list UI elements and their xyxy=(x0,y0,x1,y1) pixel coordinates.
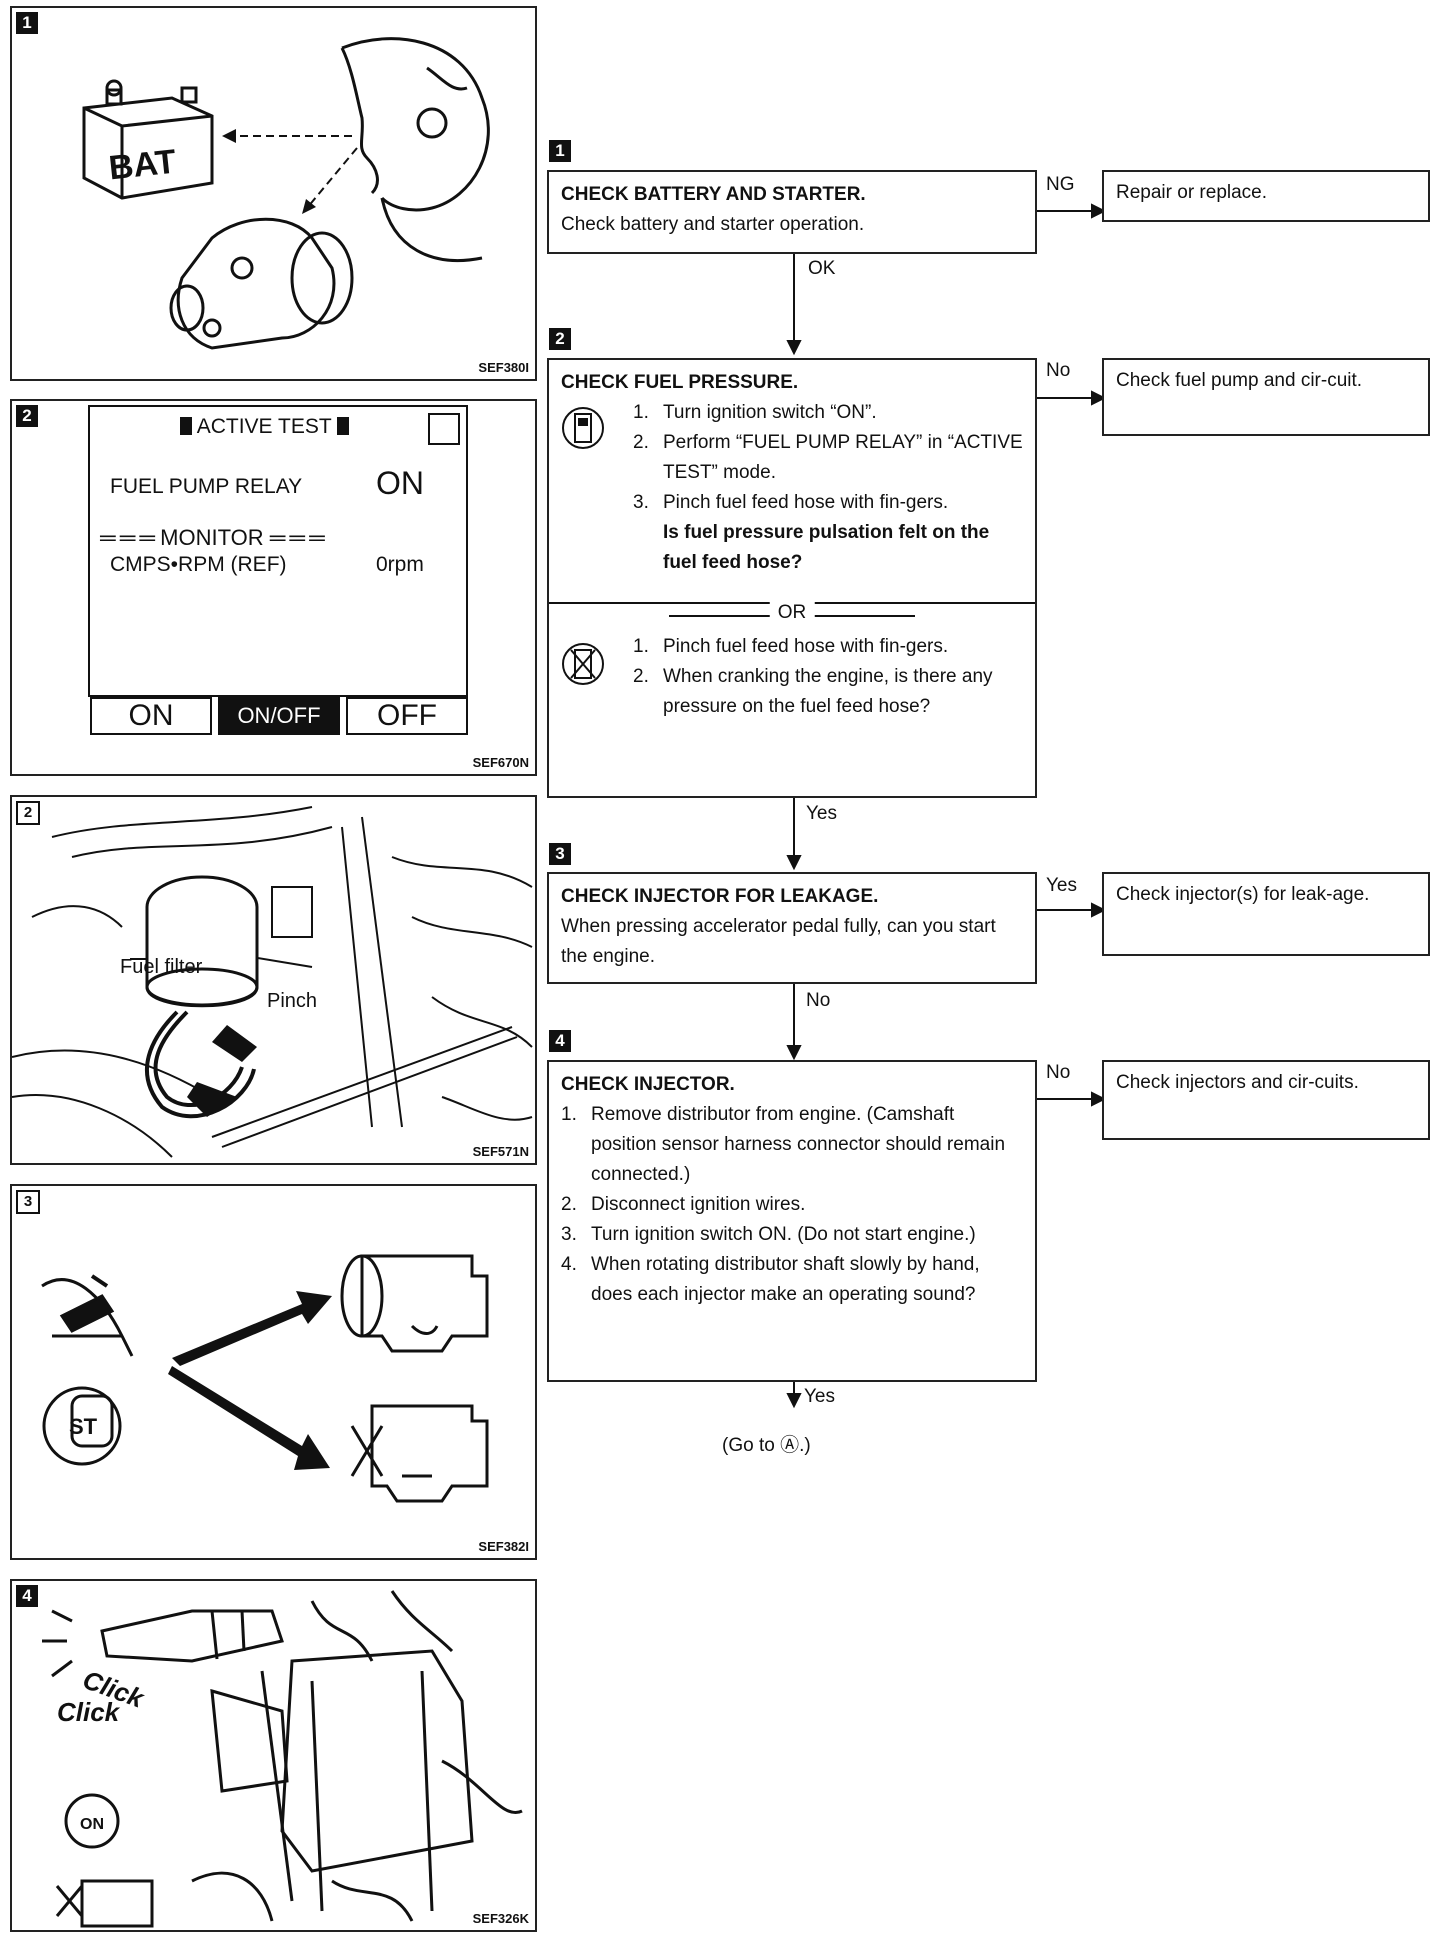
item-value: ON xyxy=(376,465,424,501)
step-4-list: 1.Remove distributor from engine. (Camsh… xyxy=(561,1100,1023,1310)
key-label: ST xyxy=(69,1414,98,1439)
step-3-no-label: No xyxy=(806,990,831,1011)
step-1-ng-action: Repair or replace. xyxy=(1102,170,1430,222)
step-1-text: Check battery and starter operation. xyxy=(561,214,865,235)
start-engine-illustration: ST xyxy=(41,1254,489,1503)
step-2-b-item: 1.Pinch fuel feed hose with fin-gers. xyxy=(633,636,949,657)
figure-active-test-screen: 2 ACTIVE TEST FUEL PUMP RELAY ON ═ ═ ═ M… xyxy=(10,399,537,776)
or-label: OR xyxy=(769,602,815,624)
step-2-question: Is fuel pressure pulsation felt on the f… xyxy=(663,522,990,573)
step-2-part-b: 1.Pinch fuel feed hose with fin-gers. 2.… xyxy=(549,628,1035,722)
step-2-no-action: Check fuel pump and cir-cuit. xyxy=(1102,358,1430,436)
step-4-title: CHECK INJECTOR. xyxy=(561,1074,735,1095)
key-on-label: ON xyxy=(80,1816,104,1833)
step-2-part-a: CHECK FUEL PRESSURE. 1.Turn ignition swi… xyxy=(549,360,1035,610)
step-2-no-label: No xyxy=(1046,360,1071,381)
step-2-a-item: 2.Perform “FUEL PUMP RELAY” in “ACTIVE T… xyxy=(633,432,1023,483)
figure-number: 4 xyxy=(16,1585,38,1607)
step-2-box: CHECK FUEL PRESSURE. 1.Turn ignition swi… xyxy=(547,358,1037,798)
screen-button-on[interactable]: ON xyxy=(90,697,212,735)
step-2-a-list: 1.Turn ignition switch “ON”. 2.Perform “… xyxy=(633,398,1023,578)
monitor-heading: ═ ═ ═ MONITOR ═ ═ ═ xyxy=(100,525,325,550)
screen-button-on-off[interactable]: ON/OFF xyxy=(218,697,340,735)
consult-screen: ACTIVE TEST FUEL PUMP RELAY ON ═ ═ ═ MON… xyxy=(88,405,468,697)
step-4-item: 1.Remove distributor from engine. (Camsh… xyxy=(561,1104,1006,1185)
step-4-item: 3.Turn ignition switch ON. (Do not start… xyxy=(561,1224,976,1245)
step-1-ng-label: NG xyxy=(1046,174,1075,195)
step-2-yes-label: Yes xyxy=(806,803,837,824)
step-1-box: CHECK BATTERY AND STARTER. Check battery… xyxy=(547,170,1037,254)
step-4-item: 2.Disconnect ignition wires. xyxy=(561,1194,806,1215)
step-4-no-label: No xyxy=(1046,1062,1071,1083)
step-4-number: 4 xyxy=(549,1030,571,1052)
battery-starter-illustration: BAT xyxy=(82,37,490,350)
figure-accelerator-start: 3 ST SEF382I xyxy=(10,1184,537,1560)
figure-number: 3 xyxy=(16,1190,40,1214)
consult-tool-icon xyxy=(562,407,604,449)
battery-label: BAT xyxy=(107,143,178,188)
distributor-injector-illustration: Click Click ON xyxy=(42,1590,523,1928)
step-1-number: 1 xyxy=(549,140,571,162)
step-3-yes-label: Yes xyxy=(1046,875,1077,896)
step-3-number: 3 xyxy=(549,843,571,865)
figure-code: SEF326K xyxy=(472,1911,529,1926)
figure-injector-click: 4 Click Click ON xyxy=(10,1579,537,1932)
no-tool-icon xyxy=(562,643,604,685)
step-1-title: CHECK BATTERY AND STARTER. xyxy=(561,184,866,205)
step-2-a-item: 1.Turn ignition switch “ON”. xyxy=(633,402,877,423)
step-3-box: CHECK INJECTOR FOR LEAKAGE. When pressin… xyxy=(547,872,1037,984)
figure-number: 2 xyxy=(16,801,40,825)
step-4-item: 4.When rotating distributor shaft slowly… xyxy=(561,1254,980,1305)
figure-code: SEF670N xyxy=(472,755,529,770)
step-2-b-list: 1.Pinch fuel feed hose with fin-gers. 2.… xyxy=(633,632,1023,722)
step-3-yes-action: Check injector(s) for leak-age. xyxy=(1102,872,1430,956)
monitor-label: MONITOR xyxy=(160,525,264,550)
step-4-box: CHECK INJECTOR. 1.Remove distributor fro… xyxy=(547,1060,1037,1382)
pinch-label: Pinch xyxy=(267,990,317,1012)
step-2-a-item: 3.Pinch fuel feed hose with fin-gers. Is… xyxy=(633,488,1023,578)
screen-title: ACTIVE TEST xyxy=(196,415,332,438)
figure-number: 1 xyxy=(16,12,38,34)
figure-battery-starter: 1 BAT xyxy=(10,6,537,381)
step-2-title: CHECK FUEL PRESSURE. xyxy=(561,372,799,393)
screen-corner-box xyxy=(428,413,460,445)
figure-fuel-filter: 2 xyxy=(10,795,537,1165)
step-4-no-action: Check injectors and cir-cuits. xyxy=(1102,1060,1430,1140)
or-divider: OR xyxy=(549,602,1035,628)
monitor-value: 0rpm xyxy=(376,553,424,576)
click-label-2: Click xyxy=(57,1697,121,1727)
step-2-number: 2 xyxy=(549,328,571,350)
item-label: FUEL PUMP RELAY xyxy=(110,475,303,498)
goto-a-label: (Go to Ⓐ.) xyxy=(722,1435,811,1456)
figure-code: SEF382I xyxy=(478,1539,529,1554)
step-1-ok-label: OK xyxy=(808,258,836,279)
fuel-filter-label: Fuel filter xyxy=(120,956,203,978)
engine-bay-illustration: Fuel filter Pinch xyxy=(12,806,533,1158)
figure-number: 2 xyxy=(16,405,38,427)
step-4-yes-label: Yes xyxy=(804,1386,835,1407)
step-3-title: CHECK INJECTOR FOR LEAKAGE. xyxy=(561,886,879,907)
monitor-item: CMPS•RPM (REF) xyxy=(110,553,287,576)
figure-code: SEF571N xyxy=(472,1144,529,1159)
step-2-b-item: 2.When cranking the engine, is there any… xyxy=(633,666,993,717)
figure-code: SEF380I xyxy=(478,360,529,375)
screen-button-off[interactable]: OFF xyxy=(346,697,468,735)
step-3-text: When pressing accelerator pedal fully, c… xyxy=(561,916,996,967)
